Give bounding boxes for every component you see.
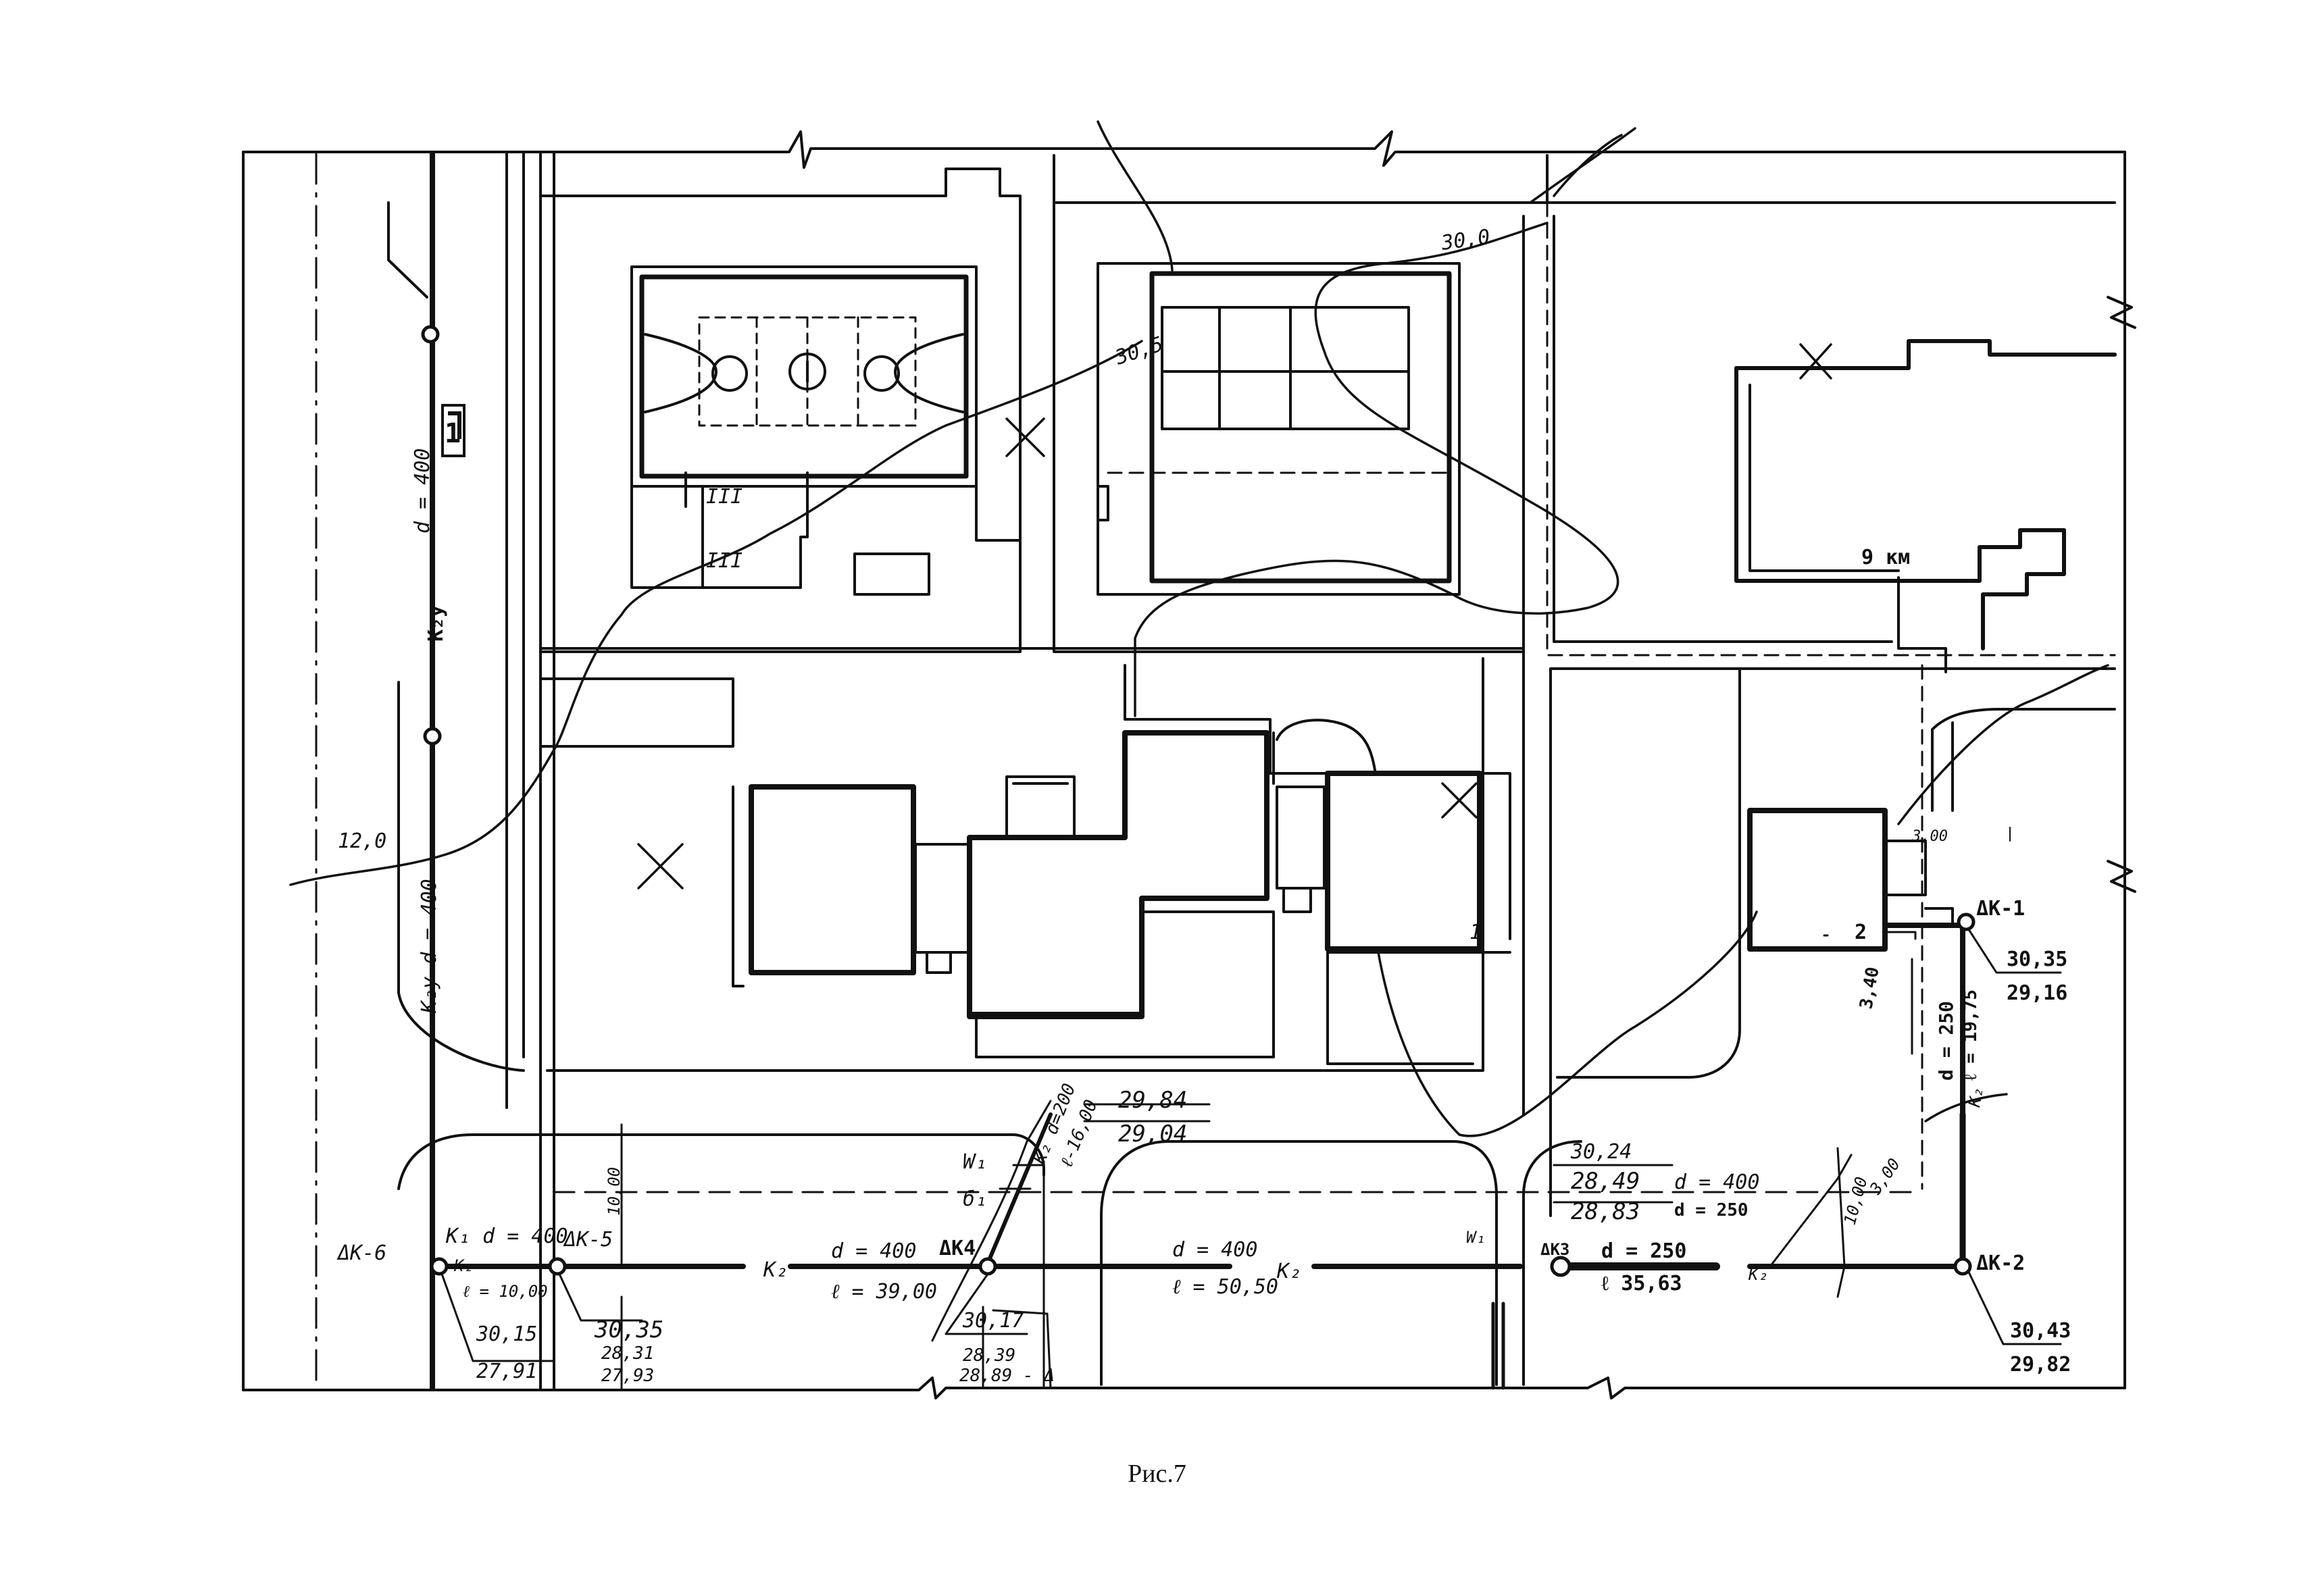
leader-lines — [438, 924, 2062, 1362]
dim-10-a: 10,00 — [605, 1167, 624, 1216]
well-dk3-name: ΔК3 — [1540, 1240, 1569, 1259]
well-dk1-elev-2: 29,16 — [2007, 981, 2067, 1005]
basketball-court: III III — [630, 265, 1022, 596]
seg3-length: ℓ 35,63 — [1601, 1272, 1682, 1295]
building-1-label: 1 — [1469, 921, 1482, 944]
dim-3-b: 3,00 — [1911, 828, 1948, 845]
right-pipe-name: K₂ — [1965, 1086, 1987, 1109]
well-dk3 — [1550, 1256, 1571, 1277]
inlet-label: 1 — [445, 418, 461, 449]
svg-text:III: III — [706, 485, 743, 509]
figure-caption: Рис.7 — [1128, 1460, 1186, 1488]
upper-blocks — [539, 154, 2116, 657]
plan-frame — [242, 130, 2136, 1399]
seg-dk6-name: K₂ — [453, 1256, 474, 1275]
well-dk2 — [1953, 1257, 1972, 1276]
well-dk6 — [430, 1257, 449, 1276]
pipe-k2y-name: K₂y — [424, 605, 448, 642]
well-dk2-elev-2: 29,82 — [2010, 1353, 2071, 1376]
contour-label-30-0: 30,0 — [1439, 225, 1491, 255]
seg2-name: K₂ — [1276, 1260, 1301, 1283]
lower-street — [397, 1123, 1917, 1389]
seg3-diameter: d = 250 — [1601, 1239, 1686, 1263]
pipe-k2y-bottom: K₂y d = 400 — [418, 879, 441, 1014]
well-dk5-name: ΔК-5 — [563, 1228, 613, 1252]
sewer-k2-main — [436, 923, 1969, 1390]
well-dk1-name: ΔК-1 — [1976, 897, 2025, 921]
dim-10-b: 10,00 — [1840, 1175, 1871, 1227]
seg1-length: ℓ = 39,00 — [831, 1280, 937, 1304]
seg1-name: K₂ — [763, 1258, 788, 1282]
well-dk6-name: ΔК-6 — [336, 1241, 386, 1265]
top-elev-1: 29,84 — [1118, 1087, 1187, 1114]
building-2-label: 2 — [1855, 921, 1867, 944]
main-building-complex — [749, 730, 1888, 1019]
right-lower-block — [1549, 664, 2116, 1217]
seg1-diameter: d = 400 — [831, 1239, 916, 1263]
w1-label-a: W₁ — [963, 1150, 987, 1174]
building-9km — [1734, 339, 2117, 650]
well-dk3-elev-3: 28,83 — [1571, 1198, 1640, 1225]
well-mid — [423, 727, 442, 746]
b1-label: б₁ — [963, 1187, 987, 1211]
well-dk4-elev-3: 28,89 - Δ — [959, 1366, 1055, 1386]
seg-dk6-diameter: K₁ d = 400 — [445, 1225, 568, 1248]
right-pipe-diameter: d = 250 — [1935, 1001, 1957, 1081]
building-9km-label: 9 км — [1861, 546, 1910, 569]
well-dk5-elev-1: 30,35 — [594, 1316, 663, 1343]
top-elev-2: 29,04 — [1118, 1121, 1187, 1148]
branch-pipe — [931, 1100, 1853, 1389]
dim-3-a: 3,40 — [1856, 965, 1883, 1010]
well-dk5-elev-3: 27,93 — [601, 1366, 654, 1386]
well-dk2-elev-1: 30,43 — [2010, 1319, 2071, 1343]
pipe-k2y-diameter: d = 400 — [411, 448, 434, 534]
well-dk4-elev-1: 30,17 — [962, 1309, 1024, 1333]
well-dk2-name: ΔК-2 — [1976, 1252, 2025, 1275]
seg-dk6-length: ℓ = 10,00 — [463, 1282, 548, 1301]
seg2-diameter: d = 400 — [1172, 1238, 1257, 1262]
well-dk1 — [1957, 912, 1976, 931]
well-dk4 — [978, 1257, 997, 1276]
well-dk5-elev-2: 28,31 — [601, 1343, 654, 1364]
well-dk3-elev-1: 30,24 — [1570, 1140, 1632, 1164]
well-dk3-extra-1: d = 400 — [1674, 1170, 1759, 1194]
rain-inlet-1 — [441, 404, 466, 457]
contour-lines — [289, 120, 2109, 1137]
svg-text:III: III — [706, 549, 743, 573]
tennis-court — [1097, 262, 1461, 596]
tree-markers — [637, 343, 1832, 890]
seg2-length: ℓ = 50,50 — [1172, 1275, 1278, 1299]
connectors — [914, 719, 1376, 974]
well-dk6-elev-1: 30,15 — [476, 1322, 537, 1346]
wells — [421, 325, 1976, 1277]
w1-label-b: W₁ — [1466, 1228, 1486, 1247]
well-dk3-elev-2: 28,49 — [1571, 1168, 1640, 1195]
well-dk4-elev-2: 28,39 — [963, 1345, 1015, 1366]
well-dk5 — [548, 1257, 567, 1276]
well-dk6-elev-2: 27,91 — [476, 1360, 537, 1383]
well-dk4-name: ΔК4 — [939, 1237, 976, 1260]
contour-label-30-5: 30,5 — [1112, 332, 1166, 370]
lower-middle-block — [539, 647, 1525, 1116]
contour-label-12-0: 12,0 — [338, 829, 386, 853]
seg3-name: K₂ — [1748, 1265, 1768, 1284]
right-pipe-length: ℓ = 19,75 — [1961, 989, 1981, 1081]
well-dk1-elev-1: 30,35 — [2007, 948, 2067, 971]
labels: 30,0 30,5 12,0 1 2 9 км d = 400 K₂y K₂y … — [336, 225, 2071, 1386]
well-top — [421, 325, 440, 344]
well-dk3-extra-2: d = 250 — [1674, 1200, 1749, 1220]
